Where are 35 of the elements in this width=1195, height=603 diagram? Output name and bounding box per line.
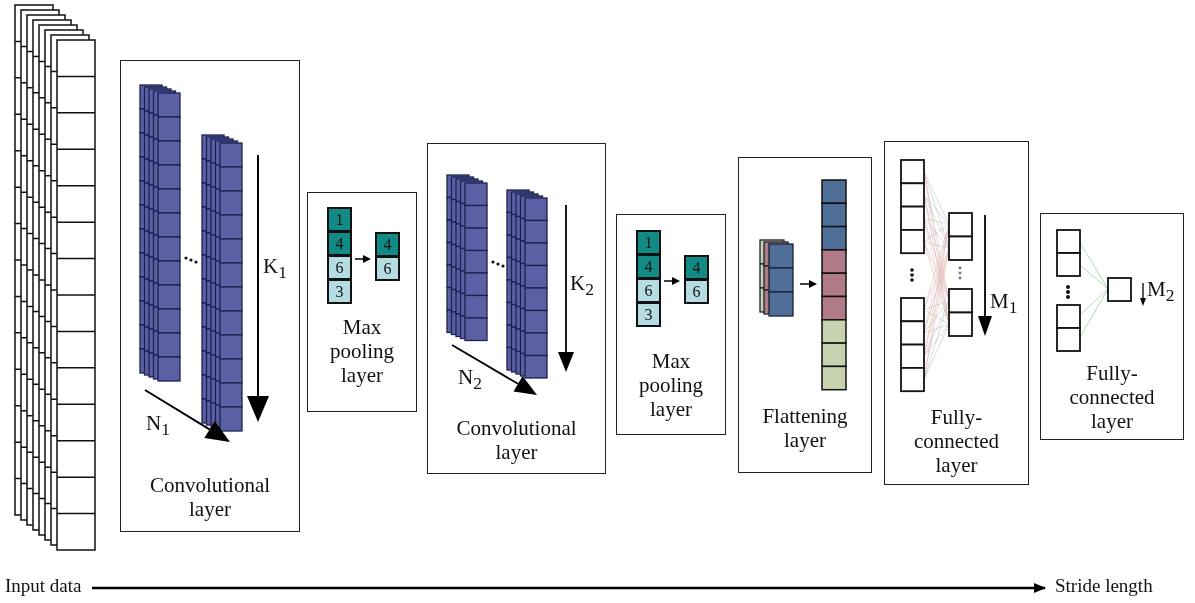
dimension-label: M$_{1}$: [990, 290, 1018, 319]
dimension-label: K$_{1}$: [263, 255, 287, 284]
layer-label: Fully-connected layer: [912, 405, 1001, 477]
layer-box: [1040, 213, 1184, 440]
axis-label: Input data: [5, 575, 82, 597]
dimension-label: K$_{2}$: [570, 272, 594, 301]
layer-box: [120, 60, 300, 532]
layer-box: [884, 141, 1029, 485]
layer-label: Convolutional layer: [455, 416, 578, 464]
axis-label: Stride length: [1055, 575, 1153, 597]
layer-box: [738, 157, 872, 473]
layer-label: Flattening layer: [761, 404, 849, 452]
pooling-cell: 4: [684, 255, 709, 280]
arrow: [92, 583, 1046, 593]
pooling-cell: 1: [327, 207, 352, 232]
pooling-cell: 6: [327, 255, 352, 280]
layer-label: Max pooling layer: [328, 315, 396, 387]
pooling-cell: 6: [684, 279, 709, 304]
layer-box: [616, 214, 726, 435]
layer-box: [427, 143, 606, 474]
pooling-cell: 6: [375, 256, 400, 281]
pooling-cell: 3: [636, 302, 661, 327]
pooling-cell: 1: [636, 230, 661, 255]
pooling-cell: 3: [327, 279, 352, 304]
layer-box: [307, 192, 417, 412]
layer-label: Convolutional layer: [148, 473, 272, 521]
dimension-label: M$_{2}$: [1147, 278, 1175, 307]
layer-label: Max pooling layer: [637, 349, 705, 421]
pooling-cell: 4: [327, 231, 352, 256]
pooling-cell: 4: [375, 232, 400, 257]
dimension-label: N$_{1}$: [146, 412, 170, 441]
pooling-cell: 6: [636, 278, 661, 303]
layer-label: Fully-connected layer: [1068, 361, 1156, 433]
dimension-label: N$_{2}$: [458, 366, 482, 395]
pooling-cell: 4: [636, 254, 661, 279]
